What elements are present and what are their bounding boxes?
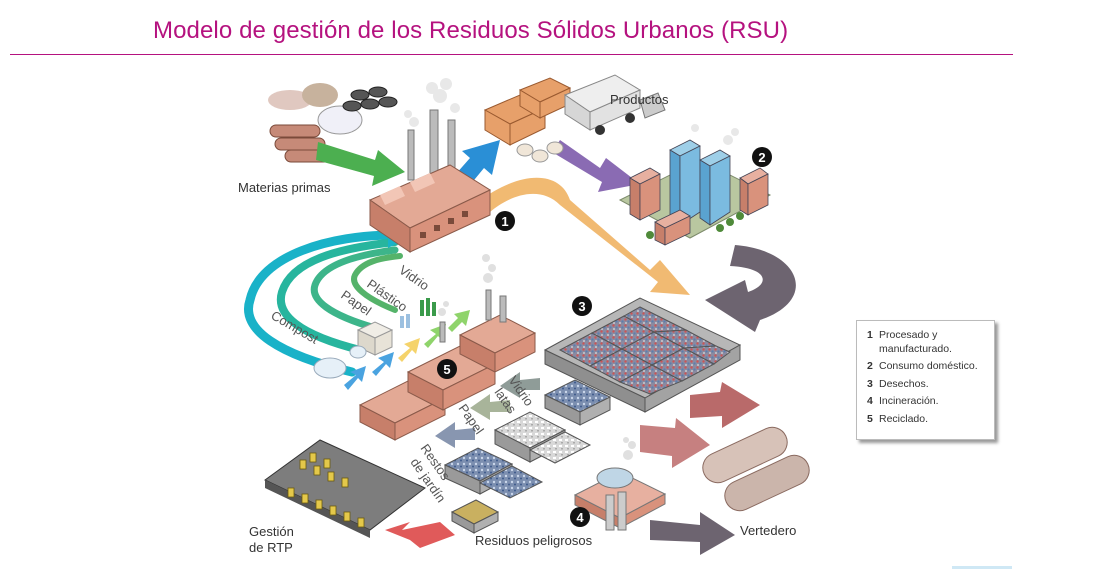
waste-to-landfill-arrow-2 xyxy=(640,418,710,468)
label-de-rtp: de RTP xyxy=(249,540,293,555)
plant-smoke xyxy=(438,254,496,316)
products-shipment xyxy=(483,74,666,163)
marker-5: 5 xyxy=(437,359,457,379)
label-residuos-peligrosos: Residuos peligrosos xyxy=(475,533,593,548)
recycling-plants xyxy=(358,289,537,441)
landfill xyxy=(702,426,810,512)
waste-to-landfill-arrow-1 xyxy=(690,382,760,428)
marker-3: 3 xyxy=(572,296,592,316)
svg-text:1: 1 xyxy=(501,214,508,229)
products-to-city-arrow xyxy=(552,140,640,192)
rtp-storage xyxy=(264,439,426,538)
title-divider xyxy=(10,54,1013,55)
raw-materials-pile xyxy=(268,83,398,163)
city xyxy=(618,124,772,246)
factory-to-waste-arrow xyxy=(478,177,690,295)
manufacturing-factory xyxy=(368,78,492,253)
sort-arrows xyxy=(435,372,540,448)
label-productos: Productos xyxy=(610,92,669,107)
svg-text:3: 3 xyxy=(578,299,585,314)
svg-text:5: 5 xyxy=(443,362,450,377)
marker-1: 1 xyxy=(495,211,515,231)
svg-text:2: 2 xyxy=(758,150,765,165)
city-to-waste-arrow xyxy=(705,245,796,332)
label-vertedero: Vertedero xyxy=(740,523,796,538)
page-title: Modelo de gestión de los Residuos Sólido… xyxy=(153,17,789,44)
incinerator xyxy=(573,437,667,531)
sorted-piles xyxy=(443,379,612,534)
marker-4: 4 xyxy=(570,507,590,527)
marker-2: 2 xyxy=(752,147,772,167)
hazardous-to-rtp-arrow xyxy=(385,522,455,548)
label-gestion: Gestión xyxy=(249,524,294,539)
waste-containers-grid xyxy=(543,297,742,413)
incinerator-to-landfill-arrow xyxy=(650,512,735,555)
svg-text:4: 4 xyxy=(576,510,584,525)
corner-tab xyxy=(952,566,1012,569)
label-vidrio: Vidrio xyxy=(396,262,432,293)
recycled-products xyxy=(313,298,436,379)
label-materias-primas: Materias primas xyxy=(238,180,331,195)
raw-materials-arrow xyxy=(316,142,405,186)
factory-to-products-arrow xyxy=(455,140,500,185)
